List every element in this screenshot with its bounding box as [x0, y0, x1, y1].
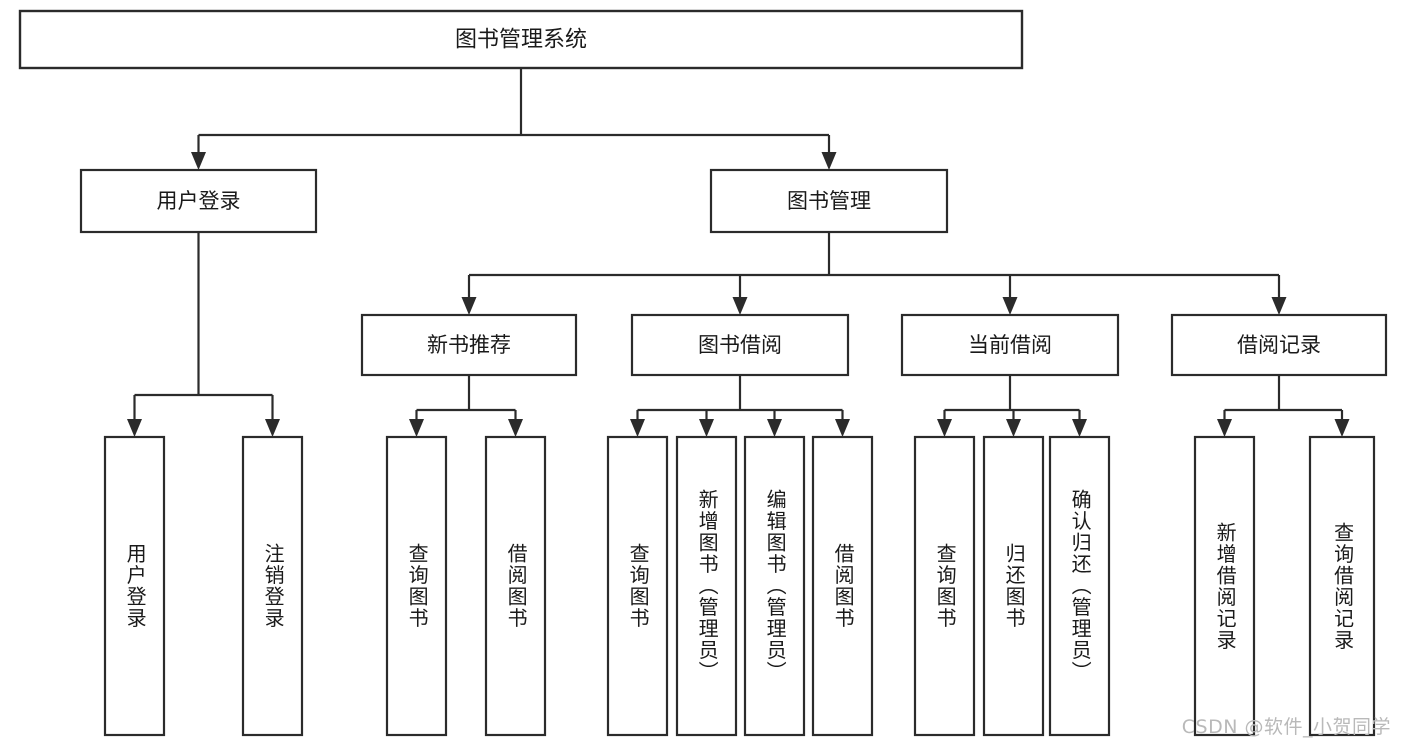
node-box	[743, 435, 806, 737]
arrow-head	[630, 419, 645, 437]
node-box	[1170, 313, 1388, 377]
node-leaf-borrow-book[interactable]	[811, 435, 874, 737]
arrow-head	[1217, 419, 1232, 437]
node-box	[241, 435, 304, 737]
node-user-login[interactable]: 用户登录	[79, 168, 318, 234]
arrow-head	[508, 419, 523, 437]
node-leaf-return-book[interactable]	[982, 435, 1045, 737]
arrow-head	[1072, 419, 1087, 437]
node-leaf-query-book-recommend[interactable]	[385, 435, 448, 737]
node-label: 当前借阅	[968, 333, 1052, 357]
node-box	[675, 435, 738, 737]
node-box	[982, 435, 1045, 737]
node-leaf-edit-book[interactable]	[743, 435, 806, 737]
node-box	[103, 435, 166, 737]
node-label: 新书推荐	[427, 333, 511, 357]
node-box	[606, 435, 669, 737]
node-box	[1308, 435, 1376, 737]
node-box	[709, 168, 949, 234]
arrow-head	[265, 419, 280, 437]
arrow-head	[127, 419, 142, 437]
arrow-head	[1002, 297, 1018, 315]
node-current-borrow[interactable]: 当前借阅	[900, 313, 1120, 377]
node-box	[484, 435, 547, 737]
arrow-head	[937, 419, 952, 437]
node-box	[1193, 435, 1256, 737]
arrow-head	[821, 152, 837, 170]
arrow-head	[767, 419, 782, 437]
node-box	[1048, 435, 1111, 737]
node-label: 图书借阅	[698, 333, 782, 357]
node-box	[385, 435, 448, 737]
node-leaf-logout[interactable]	[241, 435, 304, 737]
arrow-head	[835, 419, 850, 437]
node-leaf-query-borrow-record[interactable]	[1308, 435, 1376, 737]
node-box	[913, 435, 976, 737]
arrow-head	[1271, 297, 1287, 315]
node-box	[811, 435, 874, 737]
node-book-borrow[interactable]: 图书借阅	[630, 313, 850, 377]
arrow-head	[461, 297, 477, 315]
arrow-head	[191, 152, 206, 170]
arrow-head	[699, 419, 714, 437]
node-root[interactable]: 图书管理系统	[18, 9, 1024, 70]
node-label: 图书管理	[787, 189, 871, 213]
arrow-head	[732, 297, 748, 315]
node-leaf-user-login[interactable]	[103, 435, 166, 737]
node-box	[79, 168, 318, 234]
node-label: 图书管理系统	[455, 28, 587, 53]
node-box	[18, 9, 1024, 70]
node-box	[900, 313, 1120, 377]
node-box	[630, 313, 850, 377]
node-label: 用户登录	[157, 189, 241, 213]
node-leaf-confirm-return[interactable]	[1048, 435, 1111, 737]
node-new-book-recommend[interactable]: 新书推荐	[360, 313, 578, 377]
node-label: 借阅记录	[1237, 333, 1321, 357]
node-box	[360, 313, 578, 377]
node-borrow-record[interactable]: 借阅记录	[1170, 313, 1388, 377]
node-leaf-add-borrow-record[interactable]	[1193, 435, 1256, 737]
connector-edges	[127, 68, 1350, 437]
arrow-head	[1006, 419, 1021, 437]
arrow-head	[409, 419, 424, 437]
arrow-head	[1334, 419, 1350, 437]
node-leaf-query-book-borrow[interactable]	[606, 435, 669, 737]
node-book-manage[interactable]: 图书管理	[709, 168, 949, 234]
node-leaf-add-book[interactable]	[675, 435, 738, 737]
watermark: CSDN @软件_小贺同学	[1181, 716, 1391, 738]
node-leaf-query-book-current[interactable]	[913, 435, 976, 737]
node-leaf-borrow-book-recommend[interactable]	[484, 435, 547, 737]
